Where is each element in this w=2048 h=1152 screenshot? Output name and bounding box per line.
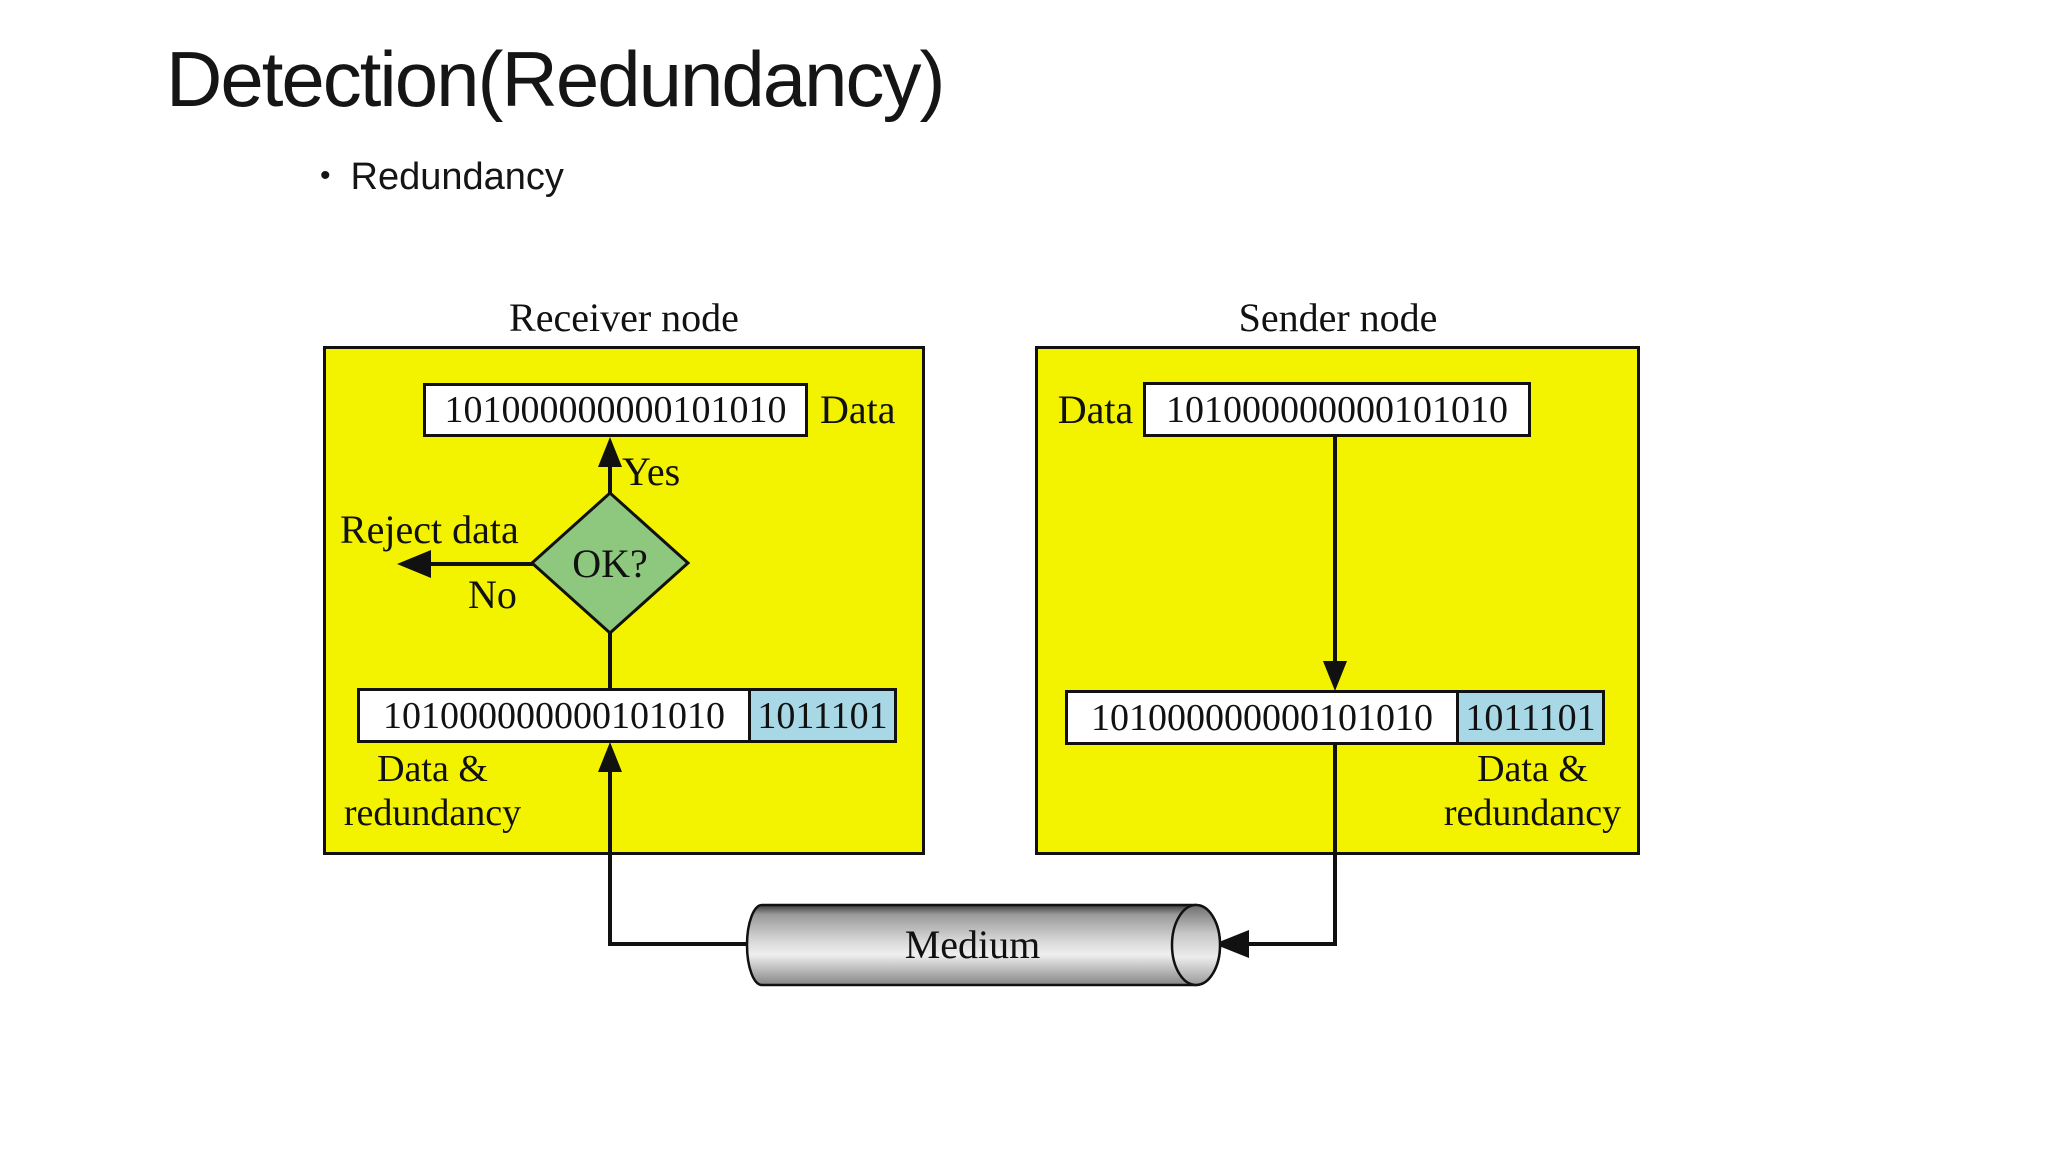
- receiver-node-title: Receiver node: [509, 295, 739, 340]
- sender-combined-caption: Data & redundancy: [1430, 747, 1635, 835]
- receiver-data-bits-box: 101000000000101010: [423, 383, 808, 437]
- sender-caption-line2: redundancy: [1443, 792, 1622, 834]
- sender-combined-data-bits: 101000000000101010: [1068, 693, 1456, 742]
- receiver-caption-line2: redundancy: [343, 792, 522, 834]
- bullet-icon: •: [320, 159, 331, 192]
- medium-label: Medium: [904, 922, 1041, 967]
- receiver-caption-line1: Data &: [377, 748, 488, 790]
- bullet-item: • Redundancy: [320, 156, 564, 199]
- receiver-combined-box: 101000000000101010 1011101: [357, 688, 897, 743]
- decision-label: OK?: [572, 541, 648, 586]
- receiver-data-label: Data: [820, 387, 896, 432]
- receiver-yes-label: Yes: [622, 449, 681, 494]
- medium-cylinder-endcap: [1170, 903, 1222, 987]
- receiver-redundancy-bits: 1011101: [748, 691, 894, 740]
- sender-combined-box: 101000000000101010 1011101: [1065, 690, 1605, 745]
- page-title: Detection(Redundancy): [166, 35, 945, 123]
- receiver-combined-caption: Data & redundancy: [330, 747, 535, 835]
- sender-data-bits-box: 101000000000101010: [1143, 382, 1531, 437]
- receiver-combined-data-bits: 101000000000101010: [360, 691, 748, 740]
- sender-caption-line1: Data &: [1477, 748, 1588, 790]
- medium-left-arrowhead: [1214, 930, 1249, 958]
- receiver-no-label: No: [468, 572, 517, 617]
- bullet-label: Redundancy: [350, 156, 564, 198]
- sender-data-label: Data: [1057, 387, 1134, 432]
- sender-redundancy-bits: 1011101: [1456, 693, 1602, 742]
- sender-node-title: Sender node: [1238, 295, 1438, 340]
- receiver-reject-label: Reject data: [340, 507, 519, 552]
